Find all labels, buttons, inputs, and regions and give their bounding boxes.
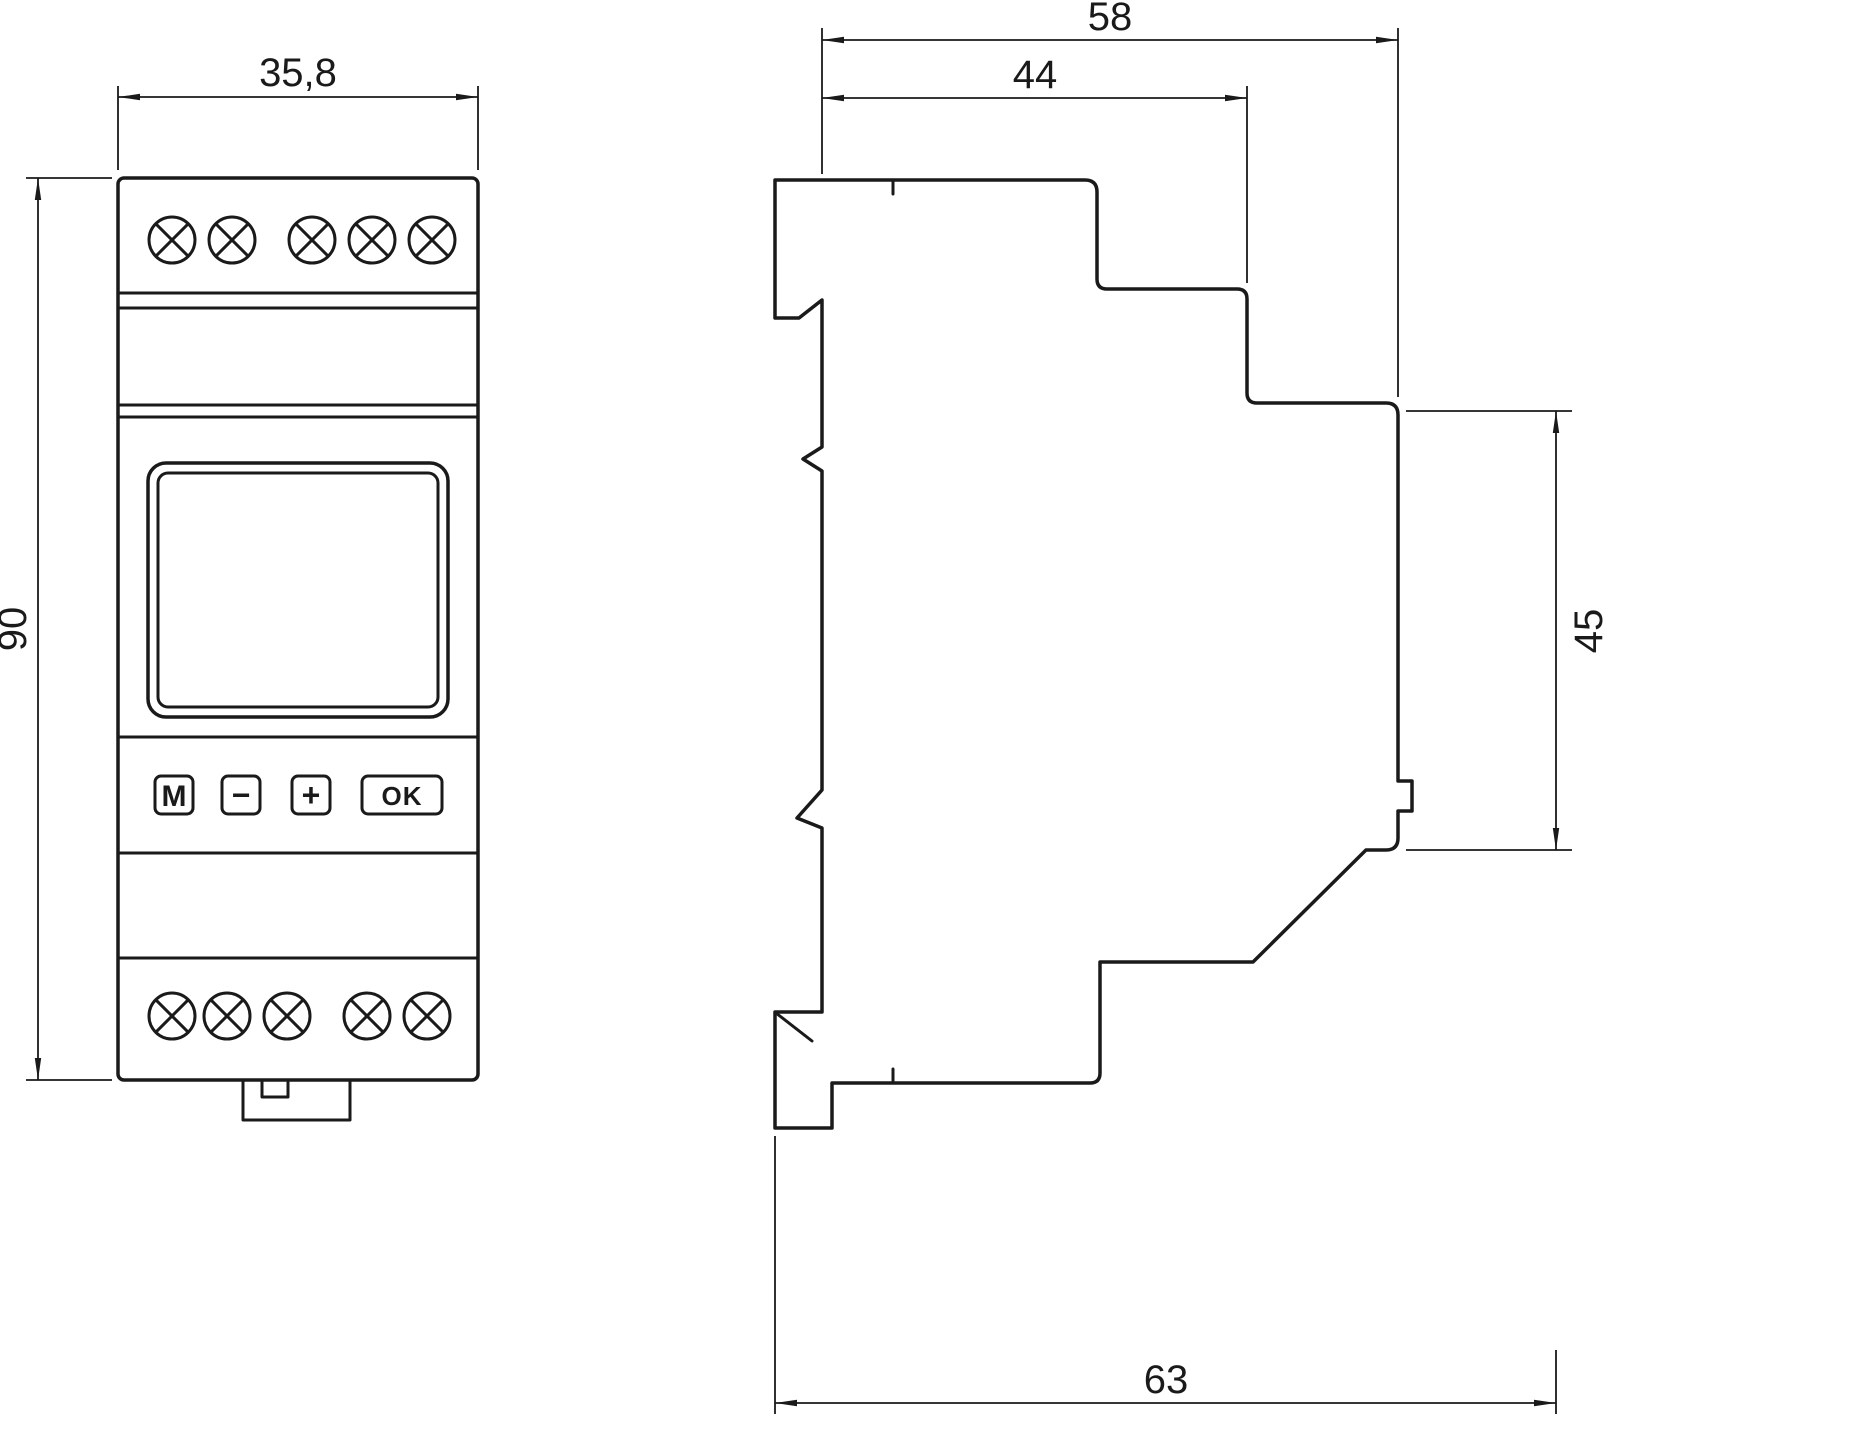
dim-front-height: 90 [0,177,112,1081]
screw-terminal-icon [202,991,252,1041]
side-view [773,178,1414,1130]
dimension-label-rear-depth: 44 [1013,53,1058,97]
keypad: M − + OK [153,774,444,816]
front-panel-seam-lines [116,291,480,960]
button-minus [220,774,262,816]
dimension-label-total-depth: 63 [1144,1358,1189,1402]
dim-side-depth-63: 63 [774,1136,1557,1414]
button-plus-label: + [302,777,321,813]
button-plus [290,774,332,816]
screw-terminal-icon [262,991,312,1041]
screw-terminal-icon [407,215,457,265]
dim-side-height-45: 45 [1406,410,1611,851]
side-body-outline [773,178,1414,1130]
dim-front-width: 35,8 [117,51,479,170]
din-clip-outline [241,1080,352,1122]
dim-side-depth-58: 58 [821,0,1399,397]
screw-terminal-icon [207,215,257,265]
dim-side-depth-44: 44 [822,53,1248,283]
front-view: M − + OK [116,176,480,1122]
button-ok-label: OK [382,781,423,811]
lcd-display-glass [156,471,440,709]
din-rail-clip-front [241,1080,352,1122]
lcd-display-frame [146,461,450,719]
button-m-label: M [162,780,187,813]
button-m [153,774,195,816]
dimension-label-front-width: 35,8 [259,51,337,95]
lcd-display [146,461,450,719]
screw-terminal-icon [287,215,337,265]
screw-terminal-icon [402,991,452,1041]
button-ok [360,774,444,816]
dimension-label-front-height: 90 [0,607,35,652]
screw-terminal-icon [147,215,197,265]
din-clip-notch [260,1080,290,1099]
screw-terminal-icon [342,991,392,1041]
button-minus-label: − [232,777,251,813]
dimension-label-overall-depth: 58 [1088,0,1133,39]
screw-terminal-icon [347,215,397,265]
dimension-label-front-section-height: 45 [1567,609,1611,654]
screw-terminal-icon [147,991,197,1041]
side-detail-lines [774,179,895,1084]
din-spring-edge [774,1011,814,1043]
